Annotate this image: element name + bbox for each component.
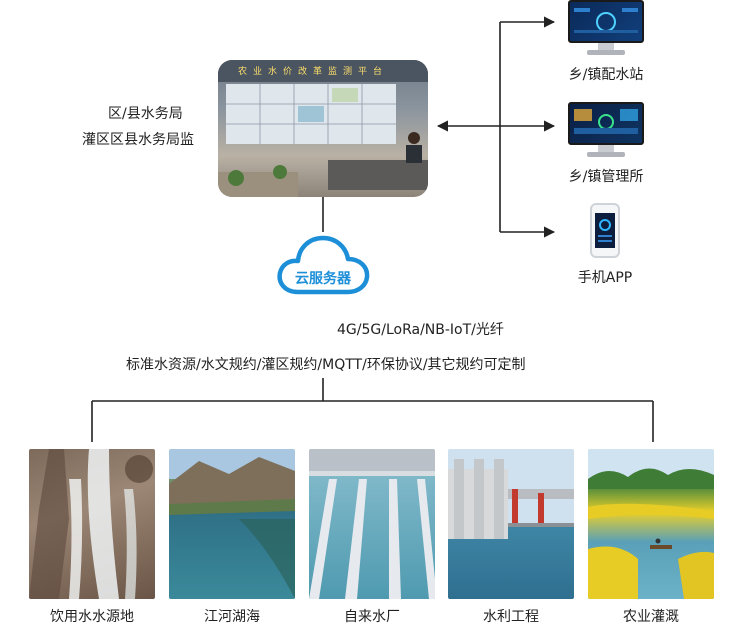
source-label-5: 农业灌溉 <box>623 609 679 625</box>
center-label-2: 灌区区县水务局监 <box>82 132 194 148</box>
source-label-4: 水利工程 <box>483 609 539 625</box>
network-line-2: 标准水资源/水文规约/灌区规约/MQTT/环保协议/其它规约可定制 <box>126 357 526 373</box>
source-label-3: 自来水厂 <box>344 609 400 625</box>
source-label-2: 江河湖海 <box>204 609 260 625</box>
client-3-mobile-phone-icon <box>590 203 620 258</box>
client-3-label: 手机APP <box>577 270 633 286</box>
client-2-desktop-monitor-icon <box>568 102 644 158</box>
source-photo-rivers-lakes <box>169 449 295 599</box>
center-label-1: 区/县水务局 <box>108 106 183 122</box>
cloud-icon <box>277 235 370 295</box>
client-1-label: 乡/镇配水站 <box>568 67 644 83</box>
control-center-photo: 农业水价改革监测平台 <box>218 60 428 197</box>
network-line-1: 4G/5G/LoRa/NB-IoT/光纤 <box>337 322 504 338</box>
source-photo-drinking-water <box>29 449 155 599</box>
client-2-label: 乡/镇管理所 <box>568 169 644 185</box>
source-photo-water-plant <box>309 449 435 599</box>
cloud-label: 云服务器 <box>295 271 351 287</box>
source-photo-hydraulic-project <box>448 449 574 599</box>
wall-banner-text: 农业水价改革监测平台 <box>238 67 389 77</box>
source-photo-irrigation <box>588 449 714 599</box>
cloud-server: 云服务器 <box>276 232 370 298</box>
client-1-desktop-monitor-icon <box>568 0 644 56</box>
source-label-1: 饮用水水源地 <box>50 609 134 625</box>
